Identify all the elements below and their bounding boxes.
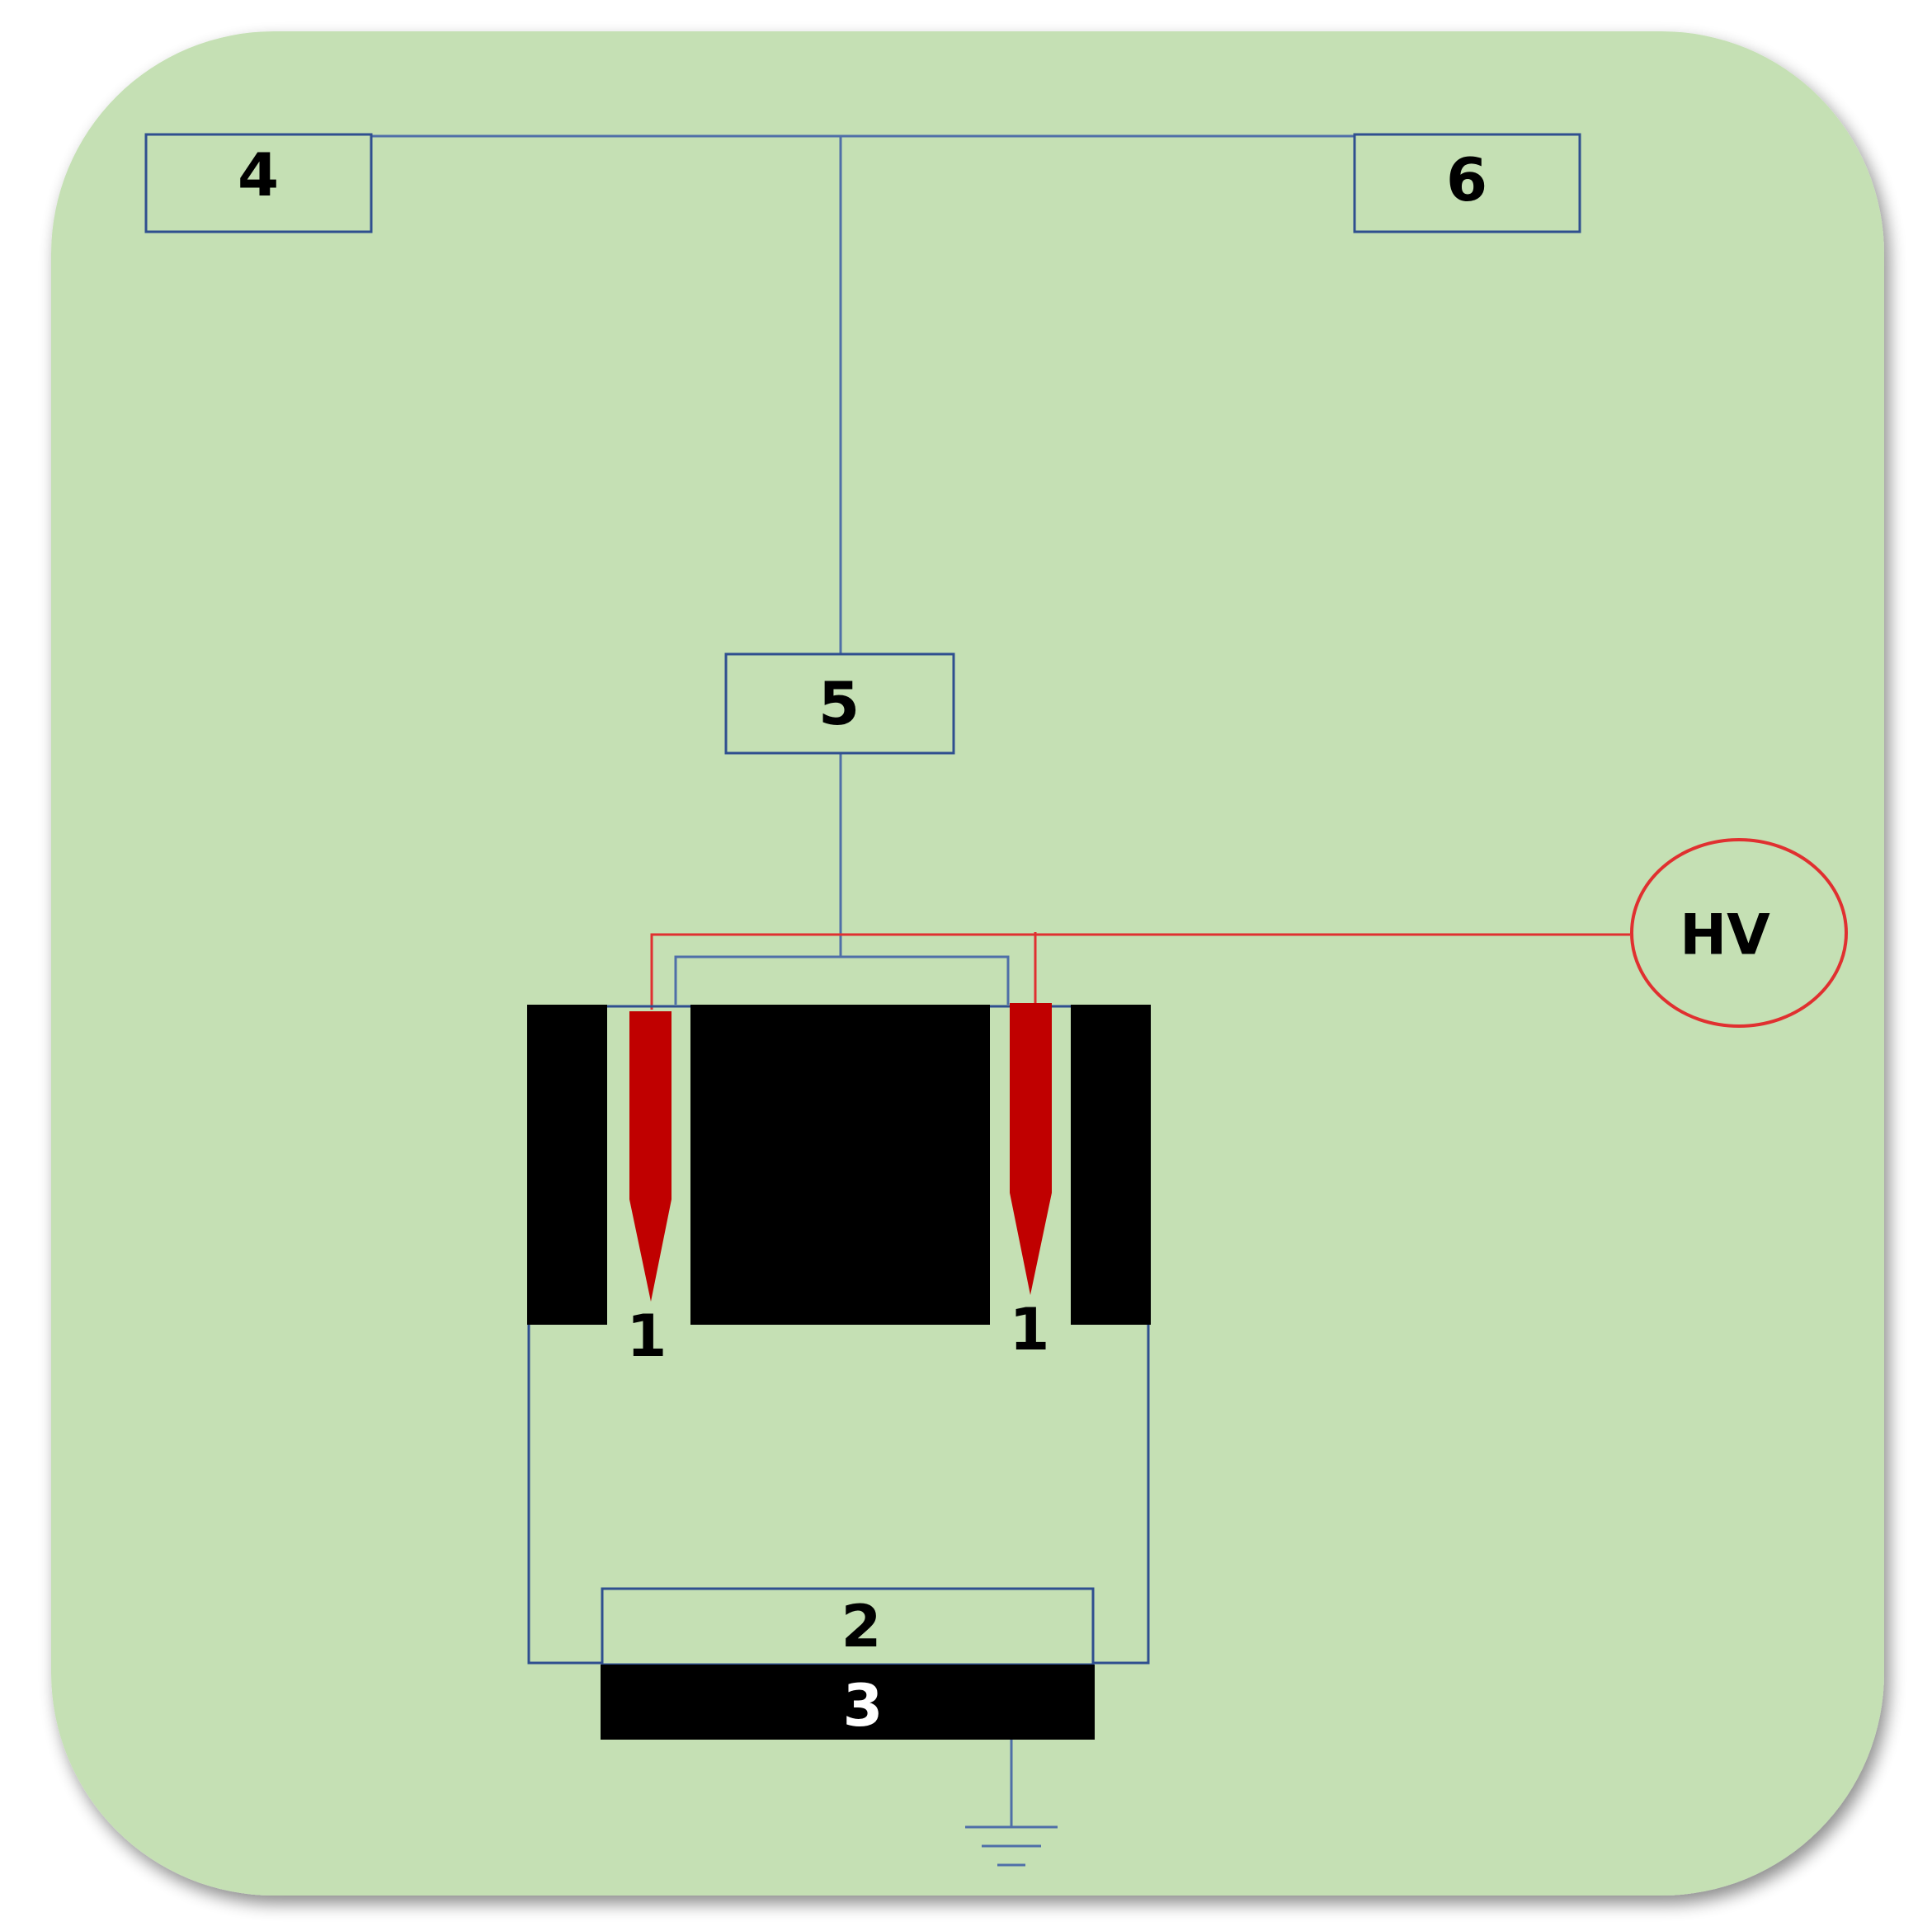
hv-power-supply (1630, 838, 1848, 1028)
ground-symbol (965, 1740, 1058, 1867)
hv-wire-left (650, 933, 1630, 1010)
right-block (1071, 1005, 1151, 1325)
needle-left-label: 1 (627, 1302, 667, 1370)
chamber-frame-wire (527, 1325, 602, 1665)
collector-label: 2 (841, 1593, 882, 1660)
needle-left-body (629, 1011, 671, 1199)
box-4 (144, 133, 373, 233)
needle-left-tip (629, 1199, 671, 1302)
center-block (690, 1005, 990, 1325)
box-5 (724, 652, 955, 755)
needle-right-label: 1 (1010, 1296, 1050, 1363)
box-5-label: 5 (818, 669, 860, 738)
ground-plate (601, 1665, 1095, 1740)
needle-feed-wire (674, 955, 1010, 1005)
needle-right-tip (1010, 1193, 1052, 1295)
box-6 (1353, 133, 1581, 233)
ground-plate-label: 3 (843, 1672, 884, 1740)
needle-right-body (1010, 1003, 1052, 1193)
left-block (527, 1005, 607, 1325)
box-6-label: 6 (1446, 145, 1487, 214)
background-panel (51, 31, 1884, 1896)
box-4-label: 4 (238, 140, 279, 210)
hv-label: HV (1680, 903, 1770, 968)
chamber-frame-wire-right (1093, 1325, 1150, 1665)
